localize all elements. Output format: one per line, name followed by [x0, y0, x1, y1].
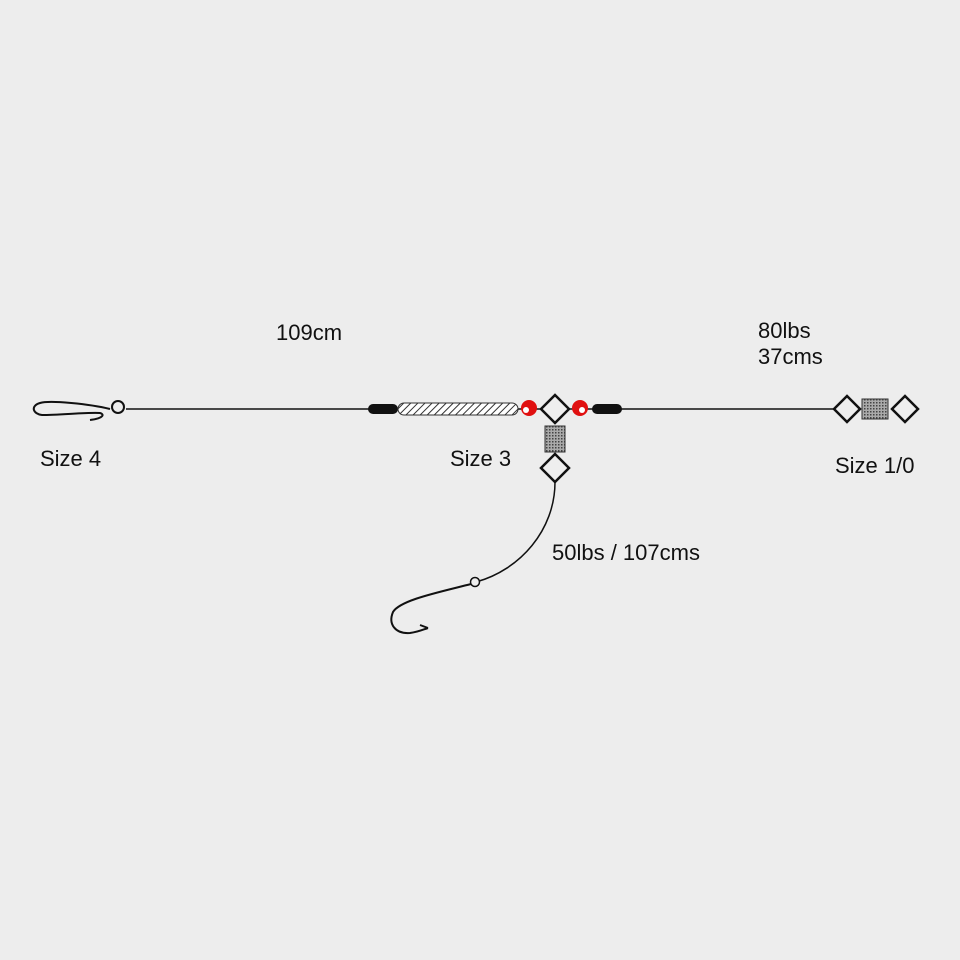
- main-line-length-label: 109cm: [276, 320, 343, 345]
- swivel-diamond-bottom: [539, 452, 571, 484]
- red-bead-right: [572, 400, 588, 416]
- leader-length-label: 37cms: [758, 344, 823, 369]
- hook-size-label: Size 4: [40, 446, 102, 471]
- snood-line: [469, 481, 556, 588]
- leader-strength-label: 80lbs: [758, 318, 811, 343]
- hatched-sleeve: [397, 402, 519, 416]
- end-swivel: [832, 394, 920, 424]
- red-bead-left: [521, 400, 537, 416]
- swivel-diamond-top: [539, 393, 571, 425]
- swivel-body: [544, 425, 566, 453]
- end-swivel-size-label: Size 1/0: [835, 453, 915, 478]
- hook-icon: [390, 583, 472, 635]
- middle-swivel-size-label: Size 3: [450, 446, 512, 471]
- rubber-stop-right: [592, 404, 622, 414]
- clip-hook-icon: [32, 400, 125, 421]
- rubber-stop-left: [368, 404, 398, 414]
- snood-label: 50lbs / 107cms: [552, 540, 700, 565]
